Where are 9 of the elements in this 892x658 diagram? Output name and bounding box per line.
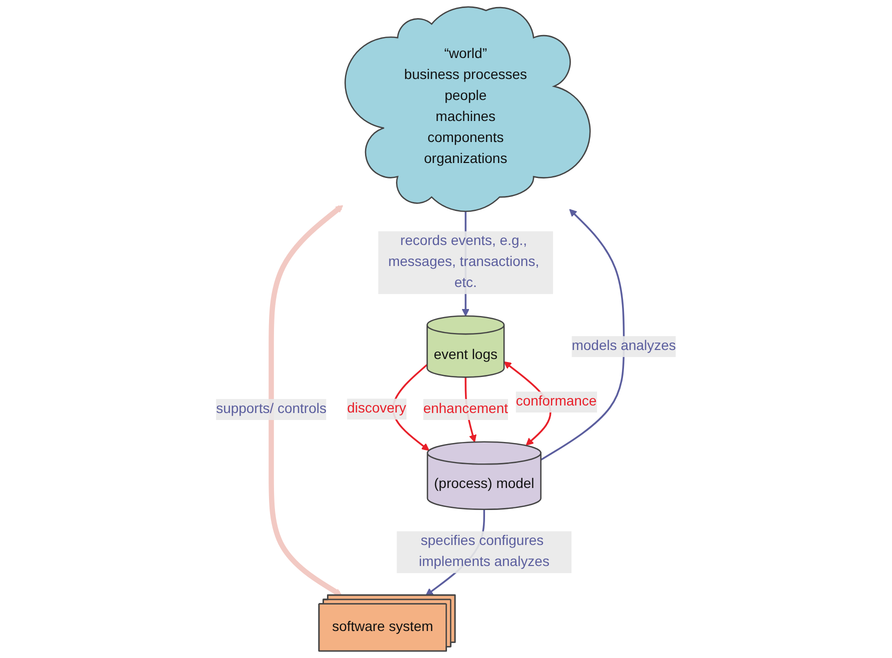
edge-label: conformance [516,394,597,410]
edge-label: specifies configures implements analyzes [418,534,550,570]
edge-label: supports/ controls [216,402,326,417]
edge-label: enhancement [423,402,508,417]
edge-label: models analyzes [572,338,676,354]
edge-label: records events, e.g., messages, transactions, etc. [388,234,540,291]
arrow [540,209,625,461]
edge-label: discovery [347,401,406,416]
arrow [268,205,344,596]
